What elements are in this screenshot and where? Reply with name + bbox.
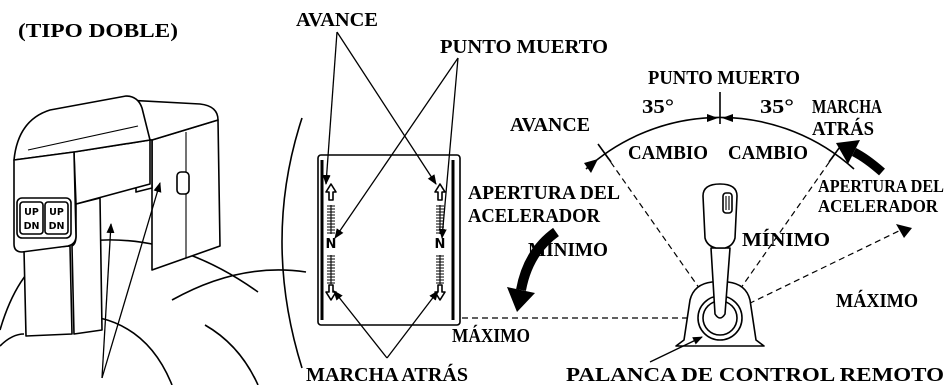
- front-lever-bevel: [27, 125, 139, 151]
- zoom-bracket-arc: [281, 117, 303, 369]
- lever-pointer-arrow: [101, 182, 162, 379]
- reverse-leader-arrow: [333, 290, 388, 359]
- neutral-leader-arrow: [438, 57, 459, 239]
- lever-pointer-arrow: [101, 223, 115, 379]
- panel-reverse-label: MARCHA ATRÁS: [306, 363, 468, 385]
- diagram-neutral-label: PUNTO MUERTO: [648, 67, 800, 89]
- neutral-mark: N: [435, 237, 446, 252]
- button-up-label: UP: [24, 207, 39, 218]
- max-throttle-guide-right: [739, 227, 906, 309]
- dual-remote-control-illustration: UP DN UP DN: [0, 95, 307, 385]
- throttle-label-right-line2: ACELERADOR: [818, 196, 939, 216]
- throttle-end-mark-right: [896, 224, 912, 238]
- front-lever-leg-side: [71, 197, 103, 335]
- maximum-label-left: MÁXIMO: [452, 324, 530, 347]
- scale-ticks: [327, 205, 335, 234]
- figure-title: (TIPO DOBLE): [18, 20, 178, 42]
- shift-guide-left: [604, 153, 717, 313]
- shift-guide-right: [723, 153, 836, 313]
- front-lever: UP DN UP DN: [13, 95, 151, 337]
- up-dn-button: UP DN: [19, 201, 44, 235]
- dimension-arrowhead: [707, 114, 718, 122]
- forward-leader-arrow: [322, 31, 338, 185]
- button-down-label: DN: [24, 221, 40, 232]
- up-dn-button-frame: [44, 201, 69, 235]
- diagram-forward-label: AVANCE: [510, 114, 590, 136]
- throttle-arrowhead-left: [507, 287, 535, 312]
- maximum-label-right: MÁXIMO: [836, 289, 918, 312]
- indicator-panel: [317, 154, 461, 326]
- throttle-arrowhead-right: [836, 140, 860, 164]
- button-up-label: UP: [49, 207, 64, 218]
- housing-outline: [204, 324, 259, 385]
- front-lever-leg-front: [23, 245, 73, 337]
- angle-label-left: 35°: [642, 96, 674, 118]
- neutral-mark: N: [326, 237, 337, 252]
- forward-leader-arrow: [336, 31, 437, 185]
- reverse-leader-arrow: [386, 290, 439, 359]
- throttle-arrow-right: [851, 147, 885, 176]
- rear-lever-slot: [176, 171, 190, 195]
- up-dn-button-frame: [19, 201, 44, 235]
- zoom-connector-curve: [171, 269, 307, 301]
- throttle-start-mark-left: [584, 159, 598, 173]
- panel-forward-label: AVANCE: [296, 9, 378, 31]
- dimension-arrowhead: [722, 114, 733, 122]
- lever-operation-diagram: PUNTO MUERTO 35° 35° MARCHA ATRÁS AVANCE…: [452, 67, 944, 385]
- indicator-strip-right: N: [434, 160, 455, 320]
- diagram-reverse-label-line2: ATRÁS: [812, 117, 874, 140]
- remote-control-lever: [675, 183, 765, 347]
- shift-label-left: CAMBIO: [628, 142, 708, 164]
- throttle-arrow-left: [516, 227, 560, 292]
- throttle-label-left-line1: APERTURA DEL: [468, 182, 620, 204]
- neutral-leader-arrow: [334, 57, 459, 239]
- front-lever-grip-top: [13, 95, 151, 161]
- lever-slot: [722, 192, 733, 214]
- indicator-panel-closeup: N N AVANCE PUNTO MUERTO MARCHA ATRÁS: [281, 9, 608, 385]
- diagram-reverse-label-line1: MARCHA: [812, 96, 882, 118]
- lever-button-panel: UP DN UP DN: [16, 197, 72, 239]
- angle-label-right: 35°: [760, 96, 794, 118]
- housing-outline: [99, 317, 173, 385]
- minimum-label-left: MÍNIMO: [528, 238, 608, 261]
- forward-arrow-icon: [434, 183, 446, 201]
- angle-tick: [597, 143, 612, 163]
- throttle-label-left-line2: ACELERADOR: [468, 205, 601, 227]
- shift-label-right: CAMBIO: [728, 142, 808, 164]
- throttle-label-right-line1: APERTURA DEL: [818, 176, 944, 196]
- forward-arrow-icon: [325, 183, 337, 201]
- housing-outline: [0, 333, 25, 347]
- lever-shaft: [710, 247, 731, 319]
- button-down-label: DN: [49, 221, 65, 232]
- lever-label: PALANCA DE CONTROL REMOTO: [566, 364, 944, 385]
- panel-neutral-label: PUNTO MUERTO: [440, 36, 608, 58]
- scale-ticks: [436, 255, 444, 284]
- lever-leader-arrow: [649, 336, 703, 363]
- minimum-label-right: MÍNIMO: [742, 228, 830, 251]
- scale-ticks: [327, 255, 335, 284]
- up-dn-button: UP DN: [44, 201, 69, 235]
